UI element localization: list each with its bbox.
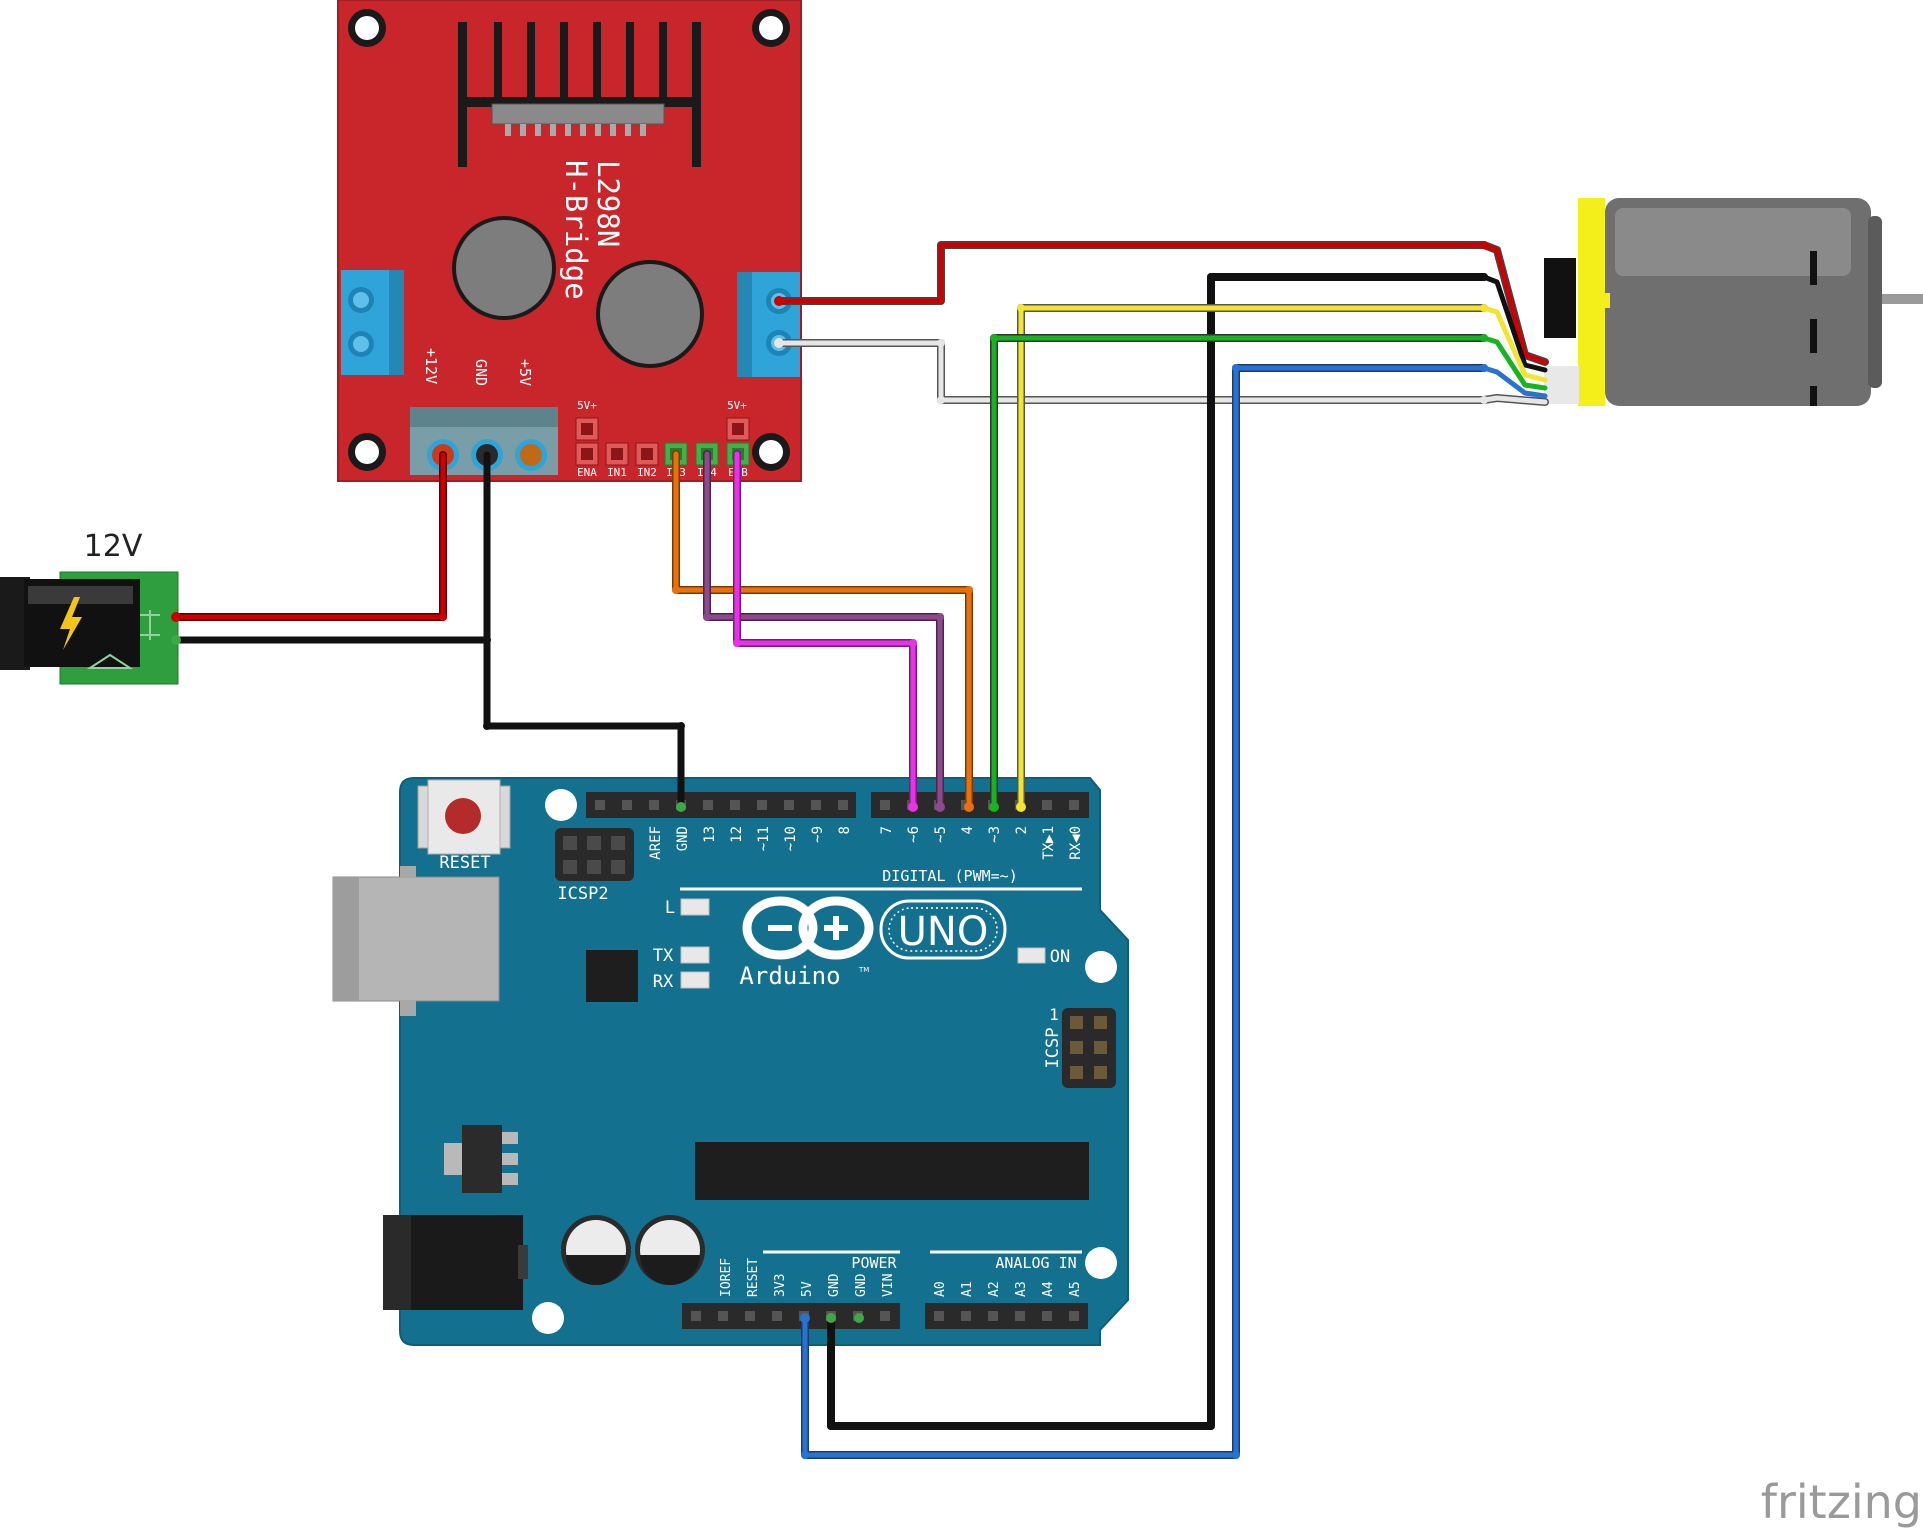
hbridge-title-line1: L298N (591, 160, 625, 247)
arduino-logo (742, 896, 874, 960)
reset-button[interactable] (417, 779, 511, 855)
header-top-right (871, 792, 1089, 818)
motor-a-terminal (341, 270, 404, 375)
pin-label: GND (675, 826, 691, 851)
pin-ena-label: ENA (577, 466, 597, 479)
capacitor (635, 1215, 705, 1285)
voltage-regulator (444, 1125, 518, 1193)
atmega16u2-chip (586, 950, 638, 1002)
pin-label: GND (827, 1273, 842, 1297)
pin-label: A5 (1068, 1281, 1083, 1297)
arduino-uno-board: RESET ICSP2 (332, 777, 1129, 1346)
analog-label: ANALOG IN (995, 1254, 1076, 1272)
wire-in3-orange (673, 451, 972, 810)
pin-label: A1 (960, 1281, 975, 1297)
led-tx (680, 946, 710, 964)
pin-label: 4 (960, 826, 976, 834)
led-tx-label: TX (653, 946, 674, 966)
pin-in2-label: IN2 (637, 466, 657, 479)
led-l (680, 898, 710, 916)
motor-b-terminal (737, 272, 800, 377)
icsp2-header (555, 828, 634, 881)
power-jack-12v (0, 571, 179, 685)
pin-label: ~3 (987, 826, 1003, 843)
wire-encoder-yellow (1018, 305, 1487, 810)
arduino-tm: TM (858, 966, 869, 974)
jumper-5v-label: 5V+ (577, 399, 597, 412)
fritzing-watermark: fritzing (1761, 1475, 1922, 1529)
wire-gnd-black (483, 451, 685, 811)
mount-hole (545, 789, 577, 821)
pin-label: 5V (800, 1281, 815, 1297)
pin-label: IOREF (719, 1258, 734, 1297)
reset-label: RESET (439, 853, 490, 873)
pin-label: AREF (648, 826, 664, 860)
pin-label: 13 (702, 826, 718, 843)
led-on (1017, 947, 1046, 964)
icsp2-label: ICSP2 (557, 884, 608, 904)
atmega328-chip (695, 1142, 1089, 1200)
mount-hole (532, 1302, 564, 1334)
led-l-label: L (665, 898, 675, 918)
uno-badge (879, 899, 1007, 960)
pin-label: ~10 (783, 826, 799, 851)
lightning-icon (60, 597, 82, 650)
pin-in1-label: IN1 (607, 466, 627, 479)
pin-5v-label: +5V (516, 359, 534, 386)
icsp-pin1-label: 1 (1049, 1005, 1059, 1024)
pin-label: A4 (1041, 1281, 1056, 1297)
wire-in4-purple (704, 451, 943, 810)
mount-hole (1085, 951, 1117, 983)
capacitor (561, 1215, 631, 1285)
icsp-header (1062, 1008, 1116, 1088)
power-jack-label: 12V (84, 529, 143, 564)
pin-label: 3V3 (773, 1274, 788, 1297)
power-pin-labels: IOREF RESET 3V3 5V GND GND VIN A0 A1 A2 … (719, 1258, 1083, 1297)
power-label: POWER (851, 1254, 897, 1272)
dc-barrel-jack (383, 1215, 528, 1310)
pin-label: 12 (729, 826, 745, 843)
icsp-label: ICSP (1043, 1028, 1063, 1069)
pin-label: ~5 (933, 826, 949, 843)
dc-motor (1544, 198, 1923, 406)
usb-connector (332, 866, 500, 1016)
pin-label: RX◀0 (1068, 826, 1084, 860)
jumper-5v-label: 5V+ (727, 399, 747, 412)
mount-hole (1085, 1247, 1117, 1279)
wire-motor-white (776, 340, 1548, 405)
pin-label: VIN (881, 1274, 896, 1297)
heatsink (458, 22, 701, 167)
led-rx-label: RX (653, 972, 674, 992)
led-rx (680, 971, 710, 989)
pin-label: TX▶1 (1041, 826, 1057, 860)
header-power (682, 1303, 900, 1329)
pin-gnd-label: GND (472, 359, 490, 386)
hbridge-title-line2: H-Bridge (559, 160, 593, 300)
pin-label: 2 (1014, 826, 1030, 834)
pin-label: ~6 (906, 826, 922, 843)
pin-label: ~9 (810, 826, 826, 843)
uno-text: UNO (898, 909, 989, 955)
wire-endpoints (171, 241, 1488, 1459)
header-analog (925, 1303, 1088, 1329)
pin-label: GND (854, 1273, 869, 1297)
l298n-hbridge-board: L298N H-Bridge +12V GND +5V (337, 0, 802, 482)
led-on-label: ON (1050, 947, 1070, 967)
header-top-left (586, 792, 856, 818)
control-pin-labels: ENA IN1 IN2 IN3 IN4 ENB (577, 466, 748, 479)
pin-label: A0 (933, 1281, 948, 1297)
digital-label: DIGITAL (PWM=~) (882, 867, 1017, 885)
pin-label: A2 (987, 1281, 1002, 1297)
pin-label: 7 (879, 826, 895, 834)
top-pin-labels: AREF GND 13 12 ~11 ~10 ~9 8 7 ~6 ~5 4 ~3… (648, 826, 1084, 860)
pin-12v-label: +12V (422, 348, 440, 384)
pin-label: ~11 (756, 826, 772, 851)
pin-label: 8 (837, 826, 853, 834)
arduino-logo-text: Arduino (739, 962, 840, 990)
wire-enb-magenta (734, 451, 916, 810)
pin-label: RESET (746, 1258, 761, 1297)
pin-label: A3 (1014, 1281, 1029, 1297)
